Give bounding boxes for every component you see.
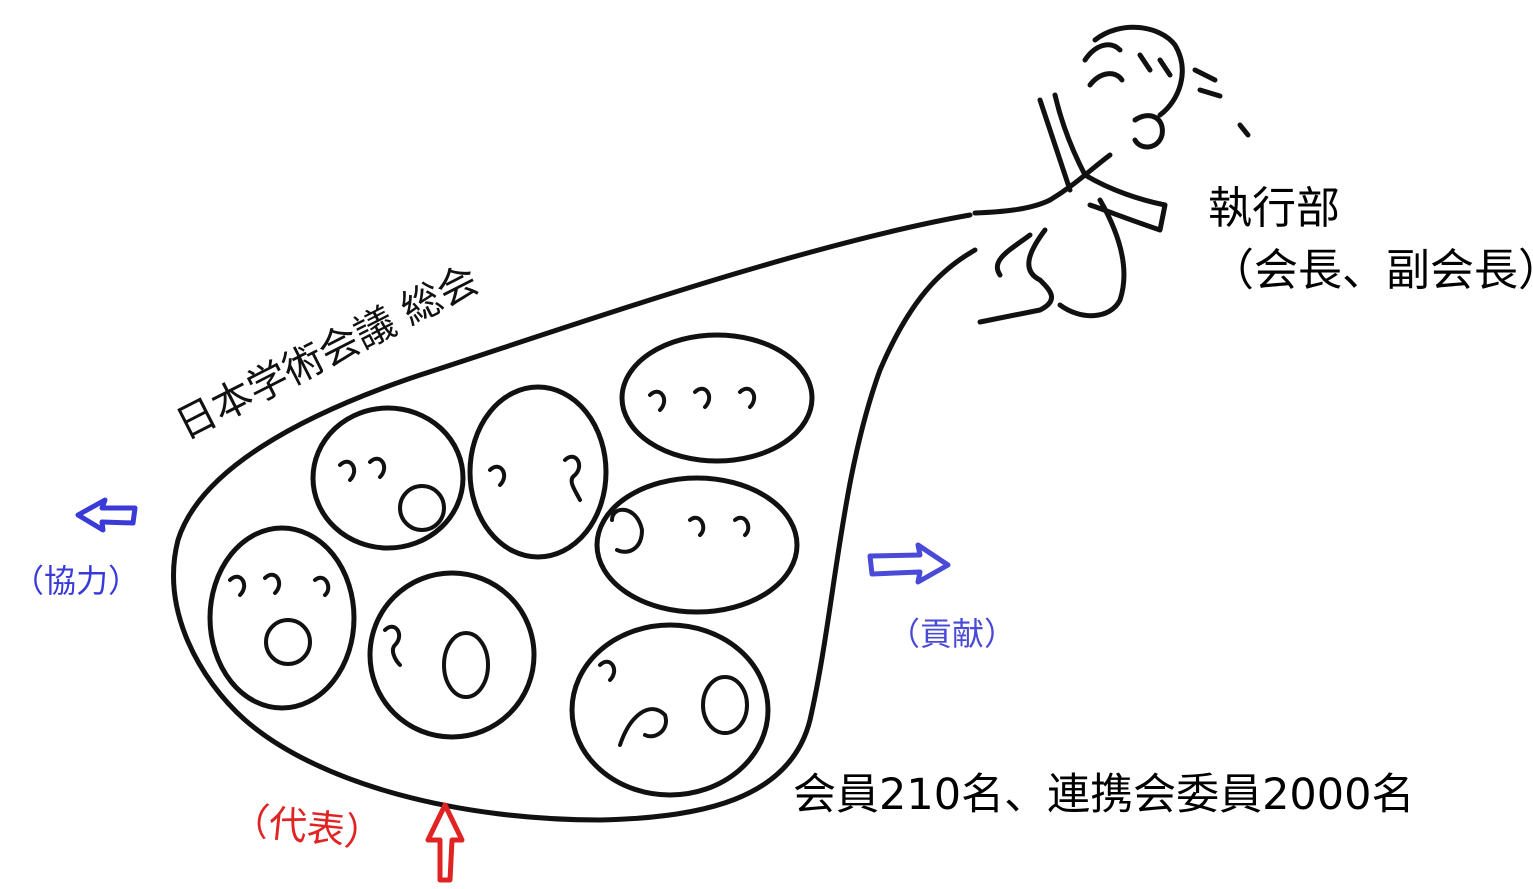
executive-figure — [972, 24, 1251, 325]
executive-subtitle: （会長、副会長） — [1210, 245, 1533, 296]
group-bubble — [569, 622, 771, 798]
group-bubble — [367, 570, 537, 740]
group-bubble — [619, 332, 815, 464]
group-bubble — [594, 475, 800, 615]
contribution-label: （貢献） — [888, 615, 1016, 653]
group-bubble — [207, 525, 357, 711]
cooperation-label: （協力） — [12, 562, 140, 600]
assembly-balloon — [171, 212, 978, 823]
representation-arrow — [425, 802, 465, 883]
group-bubble — [467, 384, 609, 560]
group-bubble — [310, 405, 466, 551]
executive-title: 執行部 — [1208, 183, 1340, 234]
assembly-handwritten-title: 日本学術会議 総会 — [169, 257, 486, 449]
contribution-arrow — [867, 542, 951, 585]
cooperation-arrow — [75, 497, 138, 533]
representation-label: （代表） — [229, 797, 385, 857]
membership-count: 会員210名、連携会委員2000名 — [793, 770, 1415, 820]
